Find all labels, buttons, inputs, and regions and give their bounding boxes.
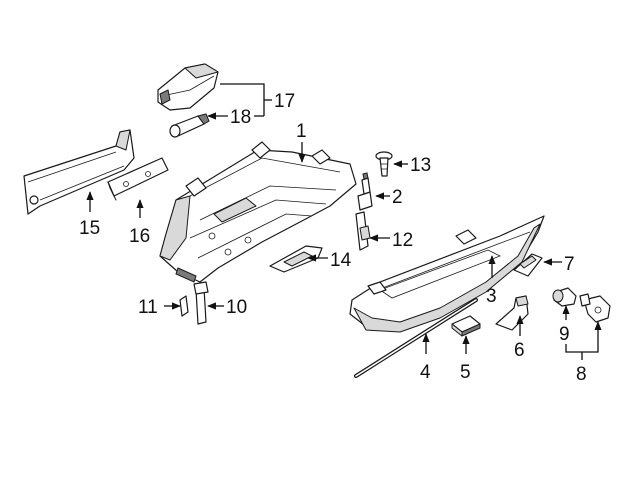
part-1-housing[interactable] [159,141,357,283]
callout-14-label: 14 [330,250,352,271]
callout-3: 3 [486,255,497,307]
part-2-damper[interactable] [357,172,373,211]
callout-2-label: 2 [392,187,403,208]
part-4-rod[interactable] [354,298,478,378]
callout-16: 16 [129,199,150,247]
part-13-clip[interactable] [375,151,393,177]
callout-5-label: 5 [460,362,471,383]
callout-17-label: 17 [274,91,295,112]
callout-17: 17 [220,83,295,116]
callout-3-label: 3 [486,286,497,307]
callout-18-label: 18 [230,107,251,128]
callout-1-label: 1 [296,121,307,142]
part-12-latch[interactable] [355,211,371,251]
part-6-bracket[interactable] [495,295,529,331]
part-18-lamp[interactable] [169,113,210,138]
callout-10-label: 10 [226,297,247,318]
callout-18: 18 [207,107,264,128]
callout-12-label: 12 [392,230,413,251]
callout-6-label: 6 [514,340,525,361]
part-15-side-panel[interactable] [23,129,135,215]
callout-10: 10 [207,297,247,318]
part-9-lock-cylinder[interactable] [552,287,577,307]
callout-7-label: 7 [564,254,575,275]
callout-9-label: 9 [559,324,570,345]
part-11-clip[interactable] [179,295,189,317]
callout-6: 6 [514,315,525,361]
callout-11: 11 [138,297,181,318]
callout-16-label: 16 [129,226,150,247]
callout-4: 4 [420,333,431,383]
callout-5: 5 [460,335,471,383]
part-5-block[interactable] [451,315,481,337]
callout-1: 1 [296,121,307,163]
part-7-catch[interactable] [513,253,543,277]
part-16-bracket[interactable] [107,157,169,201]
callout-4-label: 4 [420,362,431,383]
part-14-pad[interactable] [269,245,323,273]
callout-2: 2 [375,187,403,208]
callout-8-label: 8 [576,364,587,385]
callout-15-label: 15 [79,218,100,239]
part-8-key[interactable] [579,293,611,323]
callout-14: 14 [307,250,352,271]
callout-8: 8 [565,321,602,385]
callout-9: 9 [559,305,570,345]
callout-13: 13 [393,155,431,176]
callout-15: 15 [79,191,100,239]
callout-11-label: 11 [138,297,158,318]
part-10-pin[interactable] [193,281,209,325]
callout-12: 12 [369,230,413,251]
callout-13-label: 13 [410,155,431,176]
part-17-cover[interactable] [157,63,219,111]
callout-7: 7 [543,254,575,275]
part-3-door[interactable] [349,215,545,333]
